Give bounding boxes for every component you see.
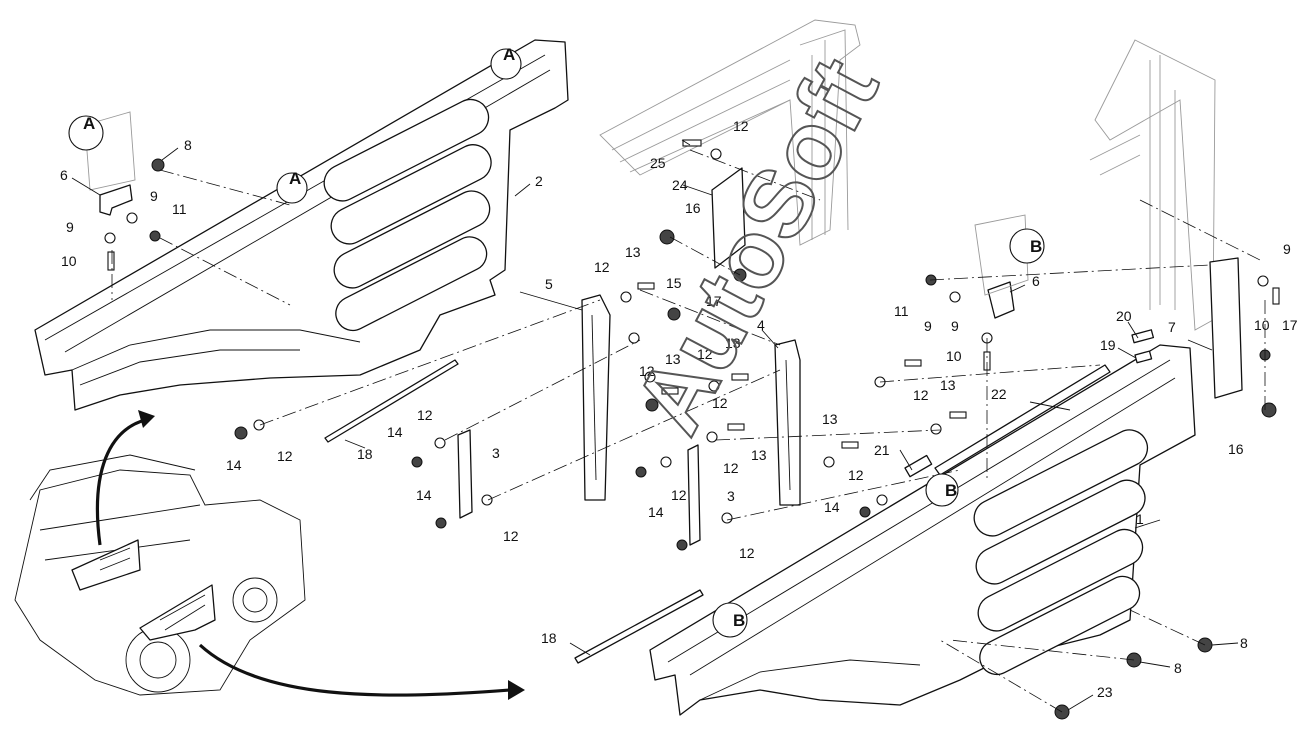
label-8a: 8	[184, 137, 192, 153]
label-8c: 8	[1174, 660, 1182, 676]
machine-thumbnail	[14, 454, 306, 696]
label-13b: 13	[665, 351, 681, 367]
label-13f: 13	[940, 377, 956, 393]
label-16a: 16	[685, 200, 701, 216]
label-2: 2	[535, 173, 543, 189]
rods	[324, 329, 1155, 664]
strip-3-left	[457, 429, 473, 519]
label-8b: 8	[1240, 635, 1248, 651]
label-11a: 11	[172, 201, 187, 217]
label-12a: 12	[733, 118, 749, 134]
label-14a: 14	[226, 457, 242, 473]
label-7: 7	[1168, 319, 1176, 335]
label-12i: 12	[671, 487, 687, 503]
bracket-24	[711, 167, 746, 269]
callout-b-panel: B	[733, 611, 745, 630]
label-14c: 14	[416, 487, 432, 503]
block-21	[904, 454, 933, 478]
callout-b-bracket: B	[1030, 237, 1042, 256]
leader-lines	[71, 139, 1239, 711]
label-18a: 18	[357, 446, 373, 462]
label-9a: 9	[150, 188, 158, 204]
callout-a-top: A	[503, 45, 515, 64]
label-18b: 18	[541, 630, 557, 646]
bracket-6-right	[987, 281, 1015, 319]
label-12m: 12	[712, 395, 728, 411]
assembly-lines	[111, 149, 1266, 713]
label-21: 21	[874, 442, 890, 458]
label-9d: 9	[951, 318, 959, 334]
thumbnail-highlight-left	[71, 539, 141, 591]
label-12j: 12	[739, 545, 755, 561]
label-12g: 12	[503, 528, 519, 544]
label-12k: 12	[848, 467, 864, 483]
rod-18-top	[324, 359, 459, 443]
label-6b: 6	[1032, 273, 1040, 289]
callout-b-fill: B	[945, 481, 957, 500]
label-1: 1	[1136, 511, 1144, 527]
label-12h: 12	[723, 460, 739, 476]
label-19: 19	[1100, 337, 1116, 353]
label-4: 4	[757, 317, 765, 333]
label-10a: 10	[61, 253, 77, 269]
thumbnail-highlight-right	[139, 584, 216, 641]
strips	[457, 429, 701, 546]
label-23: 23	[1097, 684, 1113, 700]
label-25: 25	[650, 155, 666, 171]
label-14e: 14	[824, 499, 840, 515]
label-9c: 9	[924, 318, 932, 334]
label-13d: 13	[751, 447, 767, 463]
label-11b: 11	[894, 303, 909, 319]
panel-right-slots	[973, 429, 1149, 676]
panel-right	[649, 344, 1196, 716]
label-15: 15	[666, 275, 682, 291]
label-14d: 14	[648, 504, 664, 520]
label-6a: 6	[60, 167, 68, 183]
label-17b: 17	[1282, 317, 1298, 333]
label-17a: 17	[706, 293, 722, 309]
part-labels: 1 2 3 3 4 5 6 6 7 8 8 8 9 9 9 9 9 10 10 …	[60, 118, 1298, 700]
callout-a-left: A	[83, 114, 95, 133]
label-12d: 12	[697, 346, 713, 362]
frame-background	[599, 19, 1216, 331]
block-19	[1134, 350, 1153, 364]
label-20: 20	[1116, 308, 1132, 324]
rod-18-bottom	[574, 589, 704, 664]
bracket-7	[1209, 257, 1243, 399]
label-24: 24	[672, 177, 688, 193]
rod-22	[934, 364, 1111, 476]
bracket-6-left	[99, 184, 133, 216]
label-13e: 13	[822, 411, 838, 427]
pointer-arrows	[95, 410, 525, 700]
panel-left-slots	[323, 98, 492, 332]
label-12e: 12	[277, 448, 293, 464]
label-13c: 13	[725, 335, 741, 351]
small-brackets	[84, 111, 1029, 319]
label-12f: 12	[417, 407, 433, 423]
strip-3-right	[687, 444, 701, 546]
label-12c: 12	[639, 363, 655, 379]
label-9b: 9	[66, 219, 74, 235]
label-12b: 12	[594, 259, 610, 275]
block-20	[1131, 329, 1155, 344]
label-14b: 14	[387, 424, 403, 440]
label-3b: 3	[727, 488, 735, 504]
label-10c: 10	[1254, 317, 1270, 333]
label-9e: 9	[1283, 241, 1291, 257]
label-3a: 3	[492, 445, 500, 461]
watermark: AutoSoft	[614, 42, 899, 450]
callout-a-mid: A	[289, 169, 301, 188]
label-5: 5	[545, 276, 553, 292]
brackets	[581, 167, 1243, 506]
label-16b: 16	[1228, 441, 1244, 457]
label-10b: 10	[946, 348, 962, 364]
label-22: 22	[991, 386, 1007, 402]
label-12l: 12	[913, 387, 929, 403]
callout-markers: A A A B B B	[68, 45, 1045, 638]
label-13a: 13	[625, 244, 641, 260]
panel-left	[34, 39, 569, 411]
